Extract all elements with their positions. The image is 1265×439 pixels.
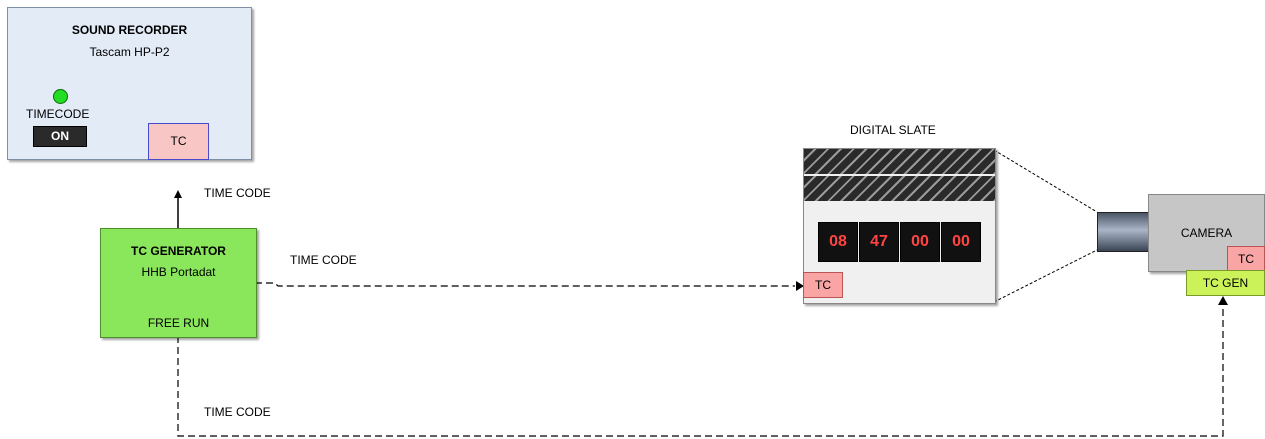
timecode-label: TIMECODE <box>26 107 90 121</box>
slate-digit-minutes: 47 <box>859 222 899 262</box>
clapper-stick-bottom <box>804 176 995 201</box>
generator-model: HHB Portadat <box>141 265 216 279</box>
link-label-slate: TIME CODE <box>290 253 357 267</box>
tc-generator: TC GENERATOR HHB Portadat FREE RUN <box>100 228 257 338</box>
arrow-slate <box>796 281 804 291</box>
slate-digit-seconds: 00 <box>900 222 940 262</box>
digital-slate: 08 47 00 00 TC <box>803 148 996 304</box>
slate-tc-port: TC <box>803 272 843 298</box>
arrow-recorder <box>174 190 182 198</box>
zoom-line-top <box>993 149 1098 213</box>
clapper-stick-top <box>804 149 995 174</box>
generator-title: TC GENERATOR <box>131 244 226 258</box>
recorder-model: Tascam HP-P2 <box>89 45 170 59</box>
camera-tc-port: TC <box>1227 246 1265 272</box>
link-label-camera: TIME CODE <box>204 405 271 419</box>
timecode-on-switch[interactable]: ON <box>33 126 87 147</box>
slate-digit-hours: 08 <box>818 222 858 262</box>
slate-title: DIGITAL SLATE <box>850 123 936 137</box>
camera-lens <box>1097 212 1151 252</box>
wire-generator-camera <box>177 305 1224 437</box>
wire-generator-slate <box>255 282 795 287</box>
recorder-tc-port: TC <box>148 123 209 160</box>
sound-recorder: SOUND RECORDER Tascam HP-P2 TIMECODE ON … <box>7 7 252 160</box>
camera-body: CAMERA TC <box>1148 194 1265 272</box>
camera-label: CAMERA <box>1180 226 1233 240</box>
generator-mode: FREE RUN <box>147 316 210 330</box>
slate-digit-frames: 00 <box>941 222 981 262</box>
link-label-recorder: TIME CODE <box>204 186 271 200</box>
zoom-line-bottom <box>993 249 1098 303</box>
timecode-led-icon <box>53 89 68 104</box>
arrow-camera <box>1218 296 1228 305</box>
camera-tc-gen: TC GEN <box>1186 270 1265 296</box>
recorder-title: SOUND RECORDER <box>71 23 188 37</box>
